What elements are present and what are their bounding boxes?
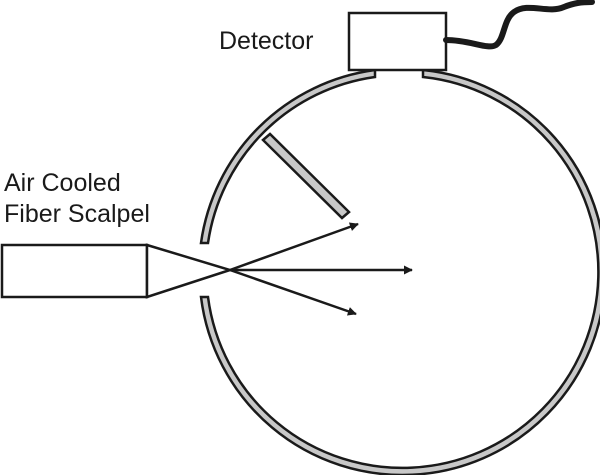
detector-box-icon <box>347 11 448 72</box>
baffle <box>261 132 351 220</box>
fiber-scalpel-icon <box>0 243 235 299</box>
light-arrow-lower <box>229 268 357 316</box>
detector-label: Detector <box>219 27 313 55</box>
scalpel-label-line1: Air Cooled <box>4 169 121 197</box>
sphere-wall <box>199 68 600 475</box>
cable-icon <box>443 0 595 50</box>
scalpel-label-line2: Fiber Scalpel <box>4 200 150 228</box>
light-arrow-upper <box>229 222 359 272</box>
